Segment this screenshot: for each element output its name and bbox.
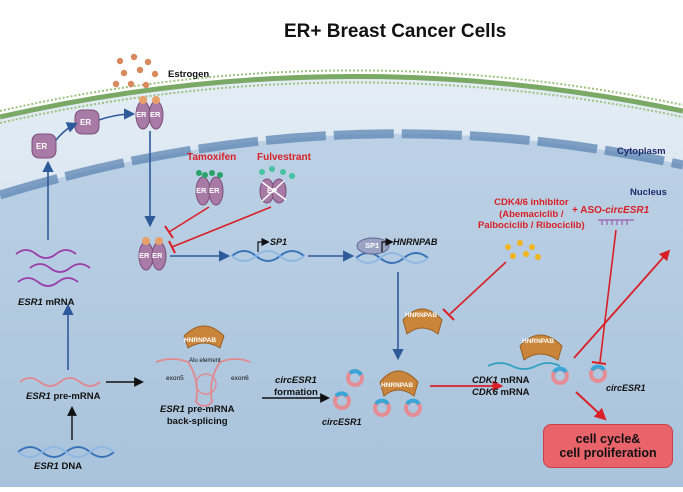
- tamoxifen-molecules: [196, 170, 223, 178]
- hnrnpab-gene-label: HNRNPAB: [393, 237, 438, 247]
- er-label-tamoxifen-b: ER: [209, 186, 220, 195]
- hnrnpab-protein-splicing: [183, 325, 225, 349]
- hnrnpab-label-splicing: HNRNPAB: [184, 337, 217, 344]
- target-mrna: [487, 362, 561, 370]
- circesr1-rings-left: [333, 369, 364, 410]
- fulvestrant-molecules: [259, 166, 295, 179]
- exon6-label: exon6: [231, 375, 249, 382]
- cdk6-gene: CDK6: [472, 387, 498, 398]
- er-label-cyto-1: ER: [36, 142, 48, 151]
- er-label-membrane-a: ER: [136, 110, 147, 119]
- backsplicing-label: ESR1 pre-mRNA back-splicing: [160, 405, 234, 426]
- nuclear-envelope: [0, 129, 683, 200]
- hnrnpab-protein-free: [402, 308, 443, 335]
- cdk6-mrna-label: CDK6 mRNA: [472, 388, 530, 398]
- aso-prefix: + ASO-: [572, 205, 606, 216]
- er-receptor-cyto-2: [74, 109, 100, 135]
- page-title: ER+ Breast Cancer Cells: [284, 21, 507, 42]
- aso-oligo: [598, 219, 634, 225]
- backsplicing-suffix: pre-mRNA: [184, 404, 235, 415]
- esr1-dna-suffix: DNA: [58, 461, 83, 472]
- cdk-inhibitor-molecules: [505, 240, 541, 260]
- circesr1-ring-target: [551, 366, 569, 385]
- er-label-fulvestrant: ER: [267, 186, 278, 195]
- exon5-label: exon5: [166, 375, 184, 382]
- cdk1-mrna-label: CDK1 mRNA: [472, 376, 530, 386]
- outcome-line1: cell cycle&: [575, 431, 641, 446]
- backsplicing-line2: back-splicing: [166, 415, 228, 427]
- er-label-tamoxifen-a: ER: [196, 186, 207, 195]
- er-receptor-cyto-1: [31, 133, 57, 159]
- alu-label: Alu element: [189, 358, 221, 364]
- outcome-box: cell cycle& cell proliferation: [543, 424, 673, 468]
- circ-formation-line1: circESR1: [275, 375, 317, 386]
- hnrnpab-protein-target: [519, 334, 563, 361]
- esr1-dna-label: ESR1 DNA: [34, 462, 82, 472]
- tamoxifen-er-complex: [195, 176, 224, 206]
- cdk-inhibitor-line2: (Abemaciclib /: [499, 208, 564, 220]
- fulvestrant-label: Fulvestrant: [257, 152, 311, 163]
- er-label-nucleus-a: ER: [139, 251, 150, 260]
- esr1-gene-1: ESR1: [18, 297, 43, 308]
- circesr1-label-left: circESR1: [322, 417, 362, 427]
- cdk-inhibitor-line3: Palbociclib / Ribociclib): [478, 220, 585, 231]
- cytoplasm-label: Cytoplasm: [617, 146, 666, 157]
- sp1-protein-label: SP1: [365, 241, 380, 250]
- hnrnpab-label-central: HNRNPAB: [381, 382, 414, 389]
- circesr1-label-right: circESR1: [606, 383, 646, 393]
- circ-formation-label: circESR1 formation: [274, 376, 318, 397]
- er-dimer-nucleus: [138, 237, 167, 271]
- backsplicing-line1: ESR1 pre-mRNA: [160, 405, 234, 415]
- tamoxifen-label: Tamoxifen: [187, 152, 237, 163]
- nucleus-label: Nucleus: [630, 187, 667, 198]
- estrogen-molecules: [112, 53, 159, 89]
- esr1-gene-4: ESR1: [160, 404, 185, 415]
- dna-sp1: [231, 250, 305, 262]
- cdk1-gene: CDK1: [472, 375, 498, 386]
- esr1-mrna: [15, 249, 91, 287]
- esr1-pre-mrna-label: ESR1 pre-mRNA: [26, 392, 100, 402]
- cdk1-mrna-suffix: mRNA: [497, 375, 530, 386]
- aso-target: circESR1: [605, 205, 650, 216]
- estrogen-label: Estrogen: [168, 69, 210, 80]
- cdk-inhibitor-line1: CDK4/6 inhibitor: [494, 197, 569, 208]
- esr1-gene-2: ESR1: [26, 391, 51, 402]
- outcome-line2: cell proliferation: [559, 446, 657, 460]
- er-label-nucleus-b: ER: [152, 251, 163, 260]
- aso-label: + ASO-circESR1: [572, 206, 649, 216]
- sp1-gene-label: SP1: [270, 237, 288, 247]
- hnrnpab-protein-central: [379, 370, 419, 397]
- esr1-mrna-label: ESR1 mRNA: [18, 298, 75, 308]
- esr1-dna: [17, 446, 115, 458]
- hnrnpab-label-target: HNRNPAB: [522, 338, 555, 345]
- circ-formation-line2: formation: [274, 386, 318, 398]
- esr1-pre-mrna-suffix: pre-mRNA: [50, 391, 101, 402]
- circesr1-rings-central: [373, 398, 422, 417]
- hnrnpab-label-free: HNRNPAB: [405, 312, 438, 319]
- esr1-mrna-suffix: mRNA: [42, 297, 75, 308]
- nucleus-region: [0, 133, 683, 487]
- cdk-inhibitor-label: CDK4/6 inhibitor (Abemaciclib / Palbocic…: [478, 198, 585, 231]
- fulvestrant-er-complex: [259, 178, 287, 204]
- circesr1-ring-right: [589, 364, 607, 383]
- cdk6-mrna-suffix: mRNA: [497, 387, 530, 398]
- er-label-cyto-2: ER: [80, 118, 92, 127]
- esr1-pre-mrna: [19, 377, 101, 387]
- er-dimer-membrane: [135, 96, 164, 130]
- plasma-membrane: [0, 73, 683, 120]
- er-label-membrane-b: ER: [150, 110, 161, 119]
- esr1-gene-3: ESR1: [34, 461, 59, 472]
